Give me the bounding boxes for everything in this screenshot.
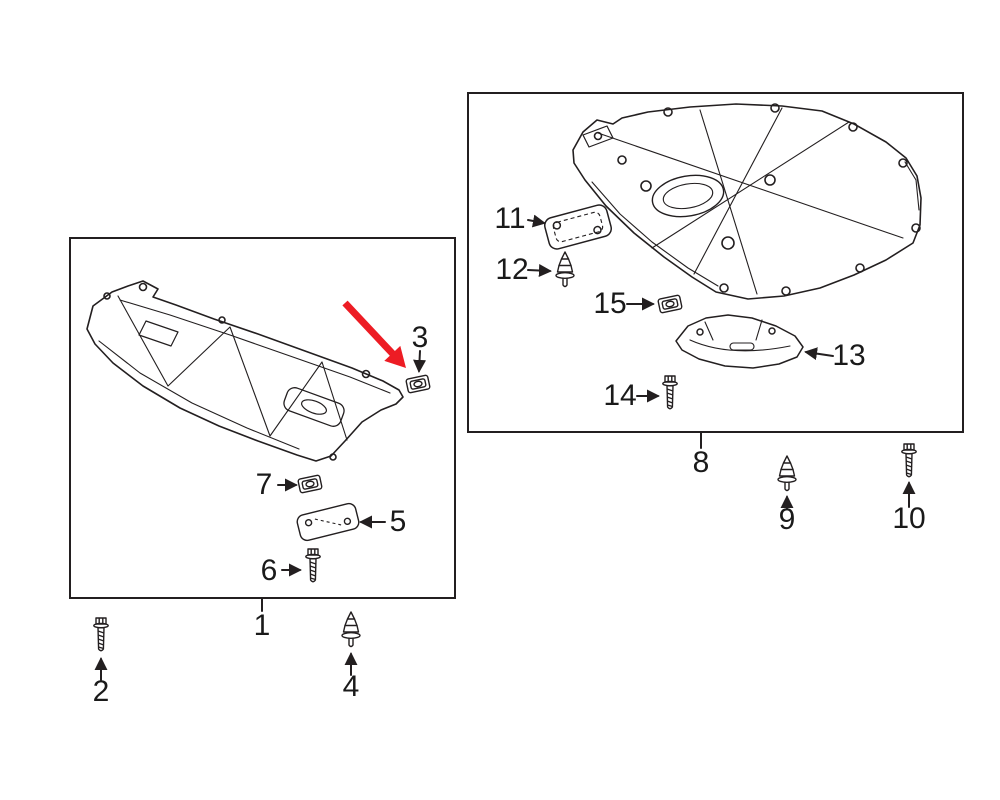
callout-11: 11 xyxy=(494,202,526,235)
callout-3: 3 xyxy=(411,321,429,354)
callout-ticks xyxy=(261,432,702,612)
front-undercover-drawing xyxy=(86,280,404,462)
lower-cover-drawing xyxy=(675,314,804,369)
shim-plate-5 xyxy=(296,502,360,542)
callout-8: 8 xyxy=(692,446,710,479)
push-clip-icon-9 xyxy=(777,455,797,492)
callout-15: 15 xyxy=(593,287,627,320)
retainer-clip-icon-3 xyxy=(405,374,431,394)
callout-4: 4 xyxy=(342,670,360,703)
callout-6: 6 xyxy=(260,554,278,587)
callout-2: 2 xyxy=(92,675,110,708)
engine-undercover-group-box xyxy=(467,92,964,433)
shim-plate-11 xyxy=(543,204,613,250)
front-undercover-group-box xyxy=(69,237,456,599)
callout-14: 14 xyxy=(603,379,637,412)
screw-icon-2 xyxy=(93,617,109,652)
push-clip-icon-12 xyxy=(555,251,575,288)
push-clip-icon-4 xyxy=(341,611,361,648)
callout-9: 9 xyxy=(778,503,796,536)
callout-13: 13 xyxy=(832,339,866,372)
red-pointer-arrow xyxy=(342,300,406,368)
screw-icon-10 xyxy=(901,443,917,478)
screw-icon-6 xyxy=(305,548,321,583)
callout-7: 7 xyxy=(255,468,273,501)
callout-5: 5 xyxy=(389,505,407,538)
callout-1: 1 xyxy=(253,609,271,642)
callout-arrows xyxy=(94,214,916,681)
retainer-clip-icon-7 xyxy=(297,474,323,494)
screw-icon-14 xyxy=(662,375,678,410)
callout-10: 10 xyxy=(892,502,926,535)
engine-undercover-drawing xyxy=(572,103,922,300)
callout-12: 12 xyxy=(495,253,529,286)
retainer-clip-icon-15 xyxy=(657,294,683,314)
